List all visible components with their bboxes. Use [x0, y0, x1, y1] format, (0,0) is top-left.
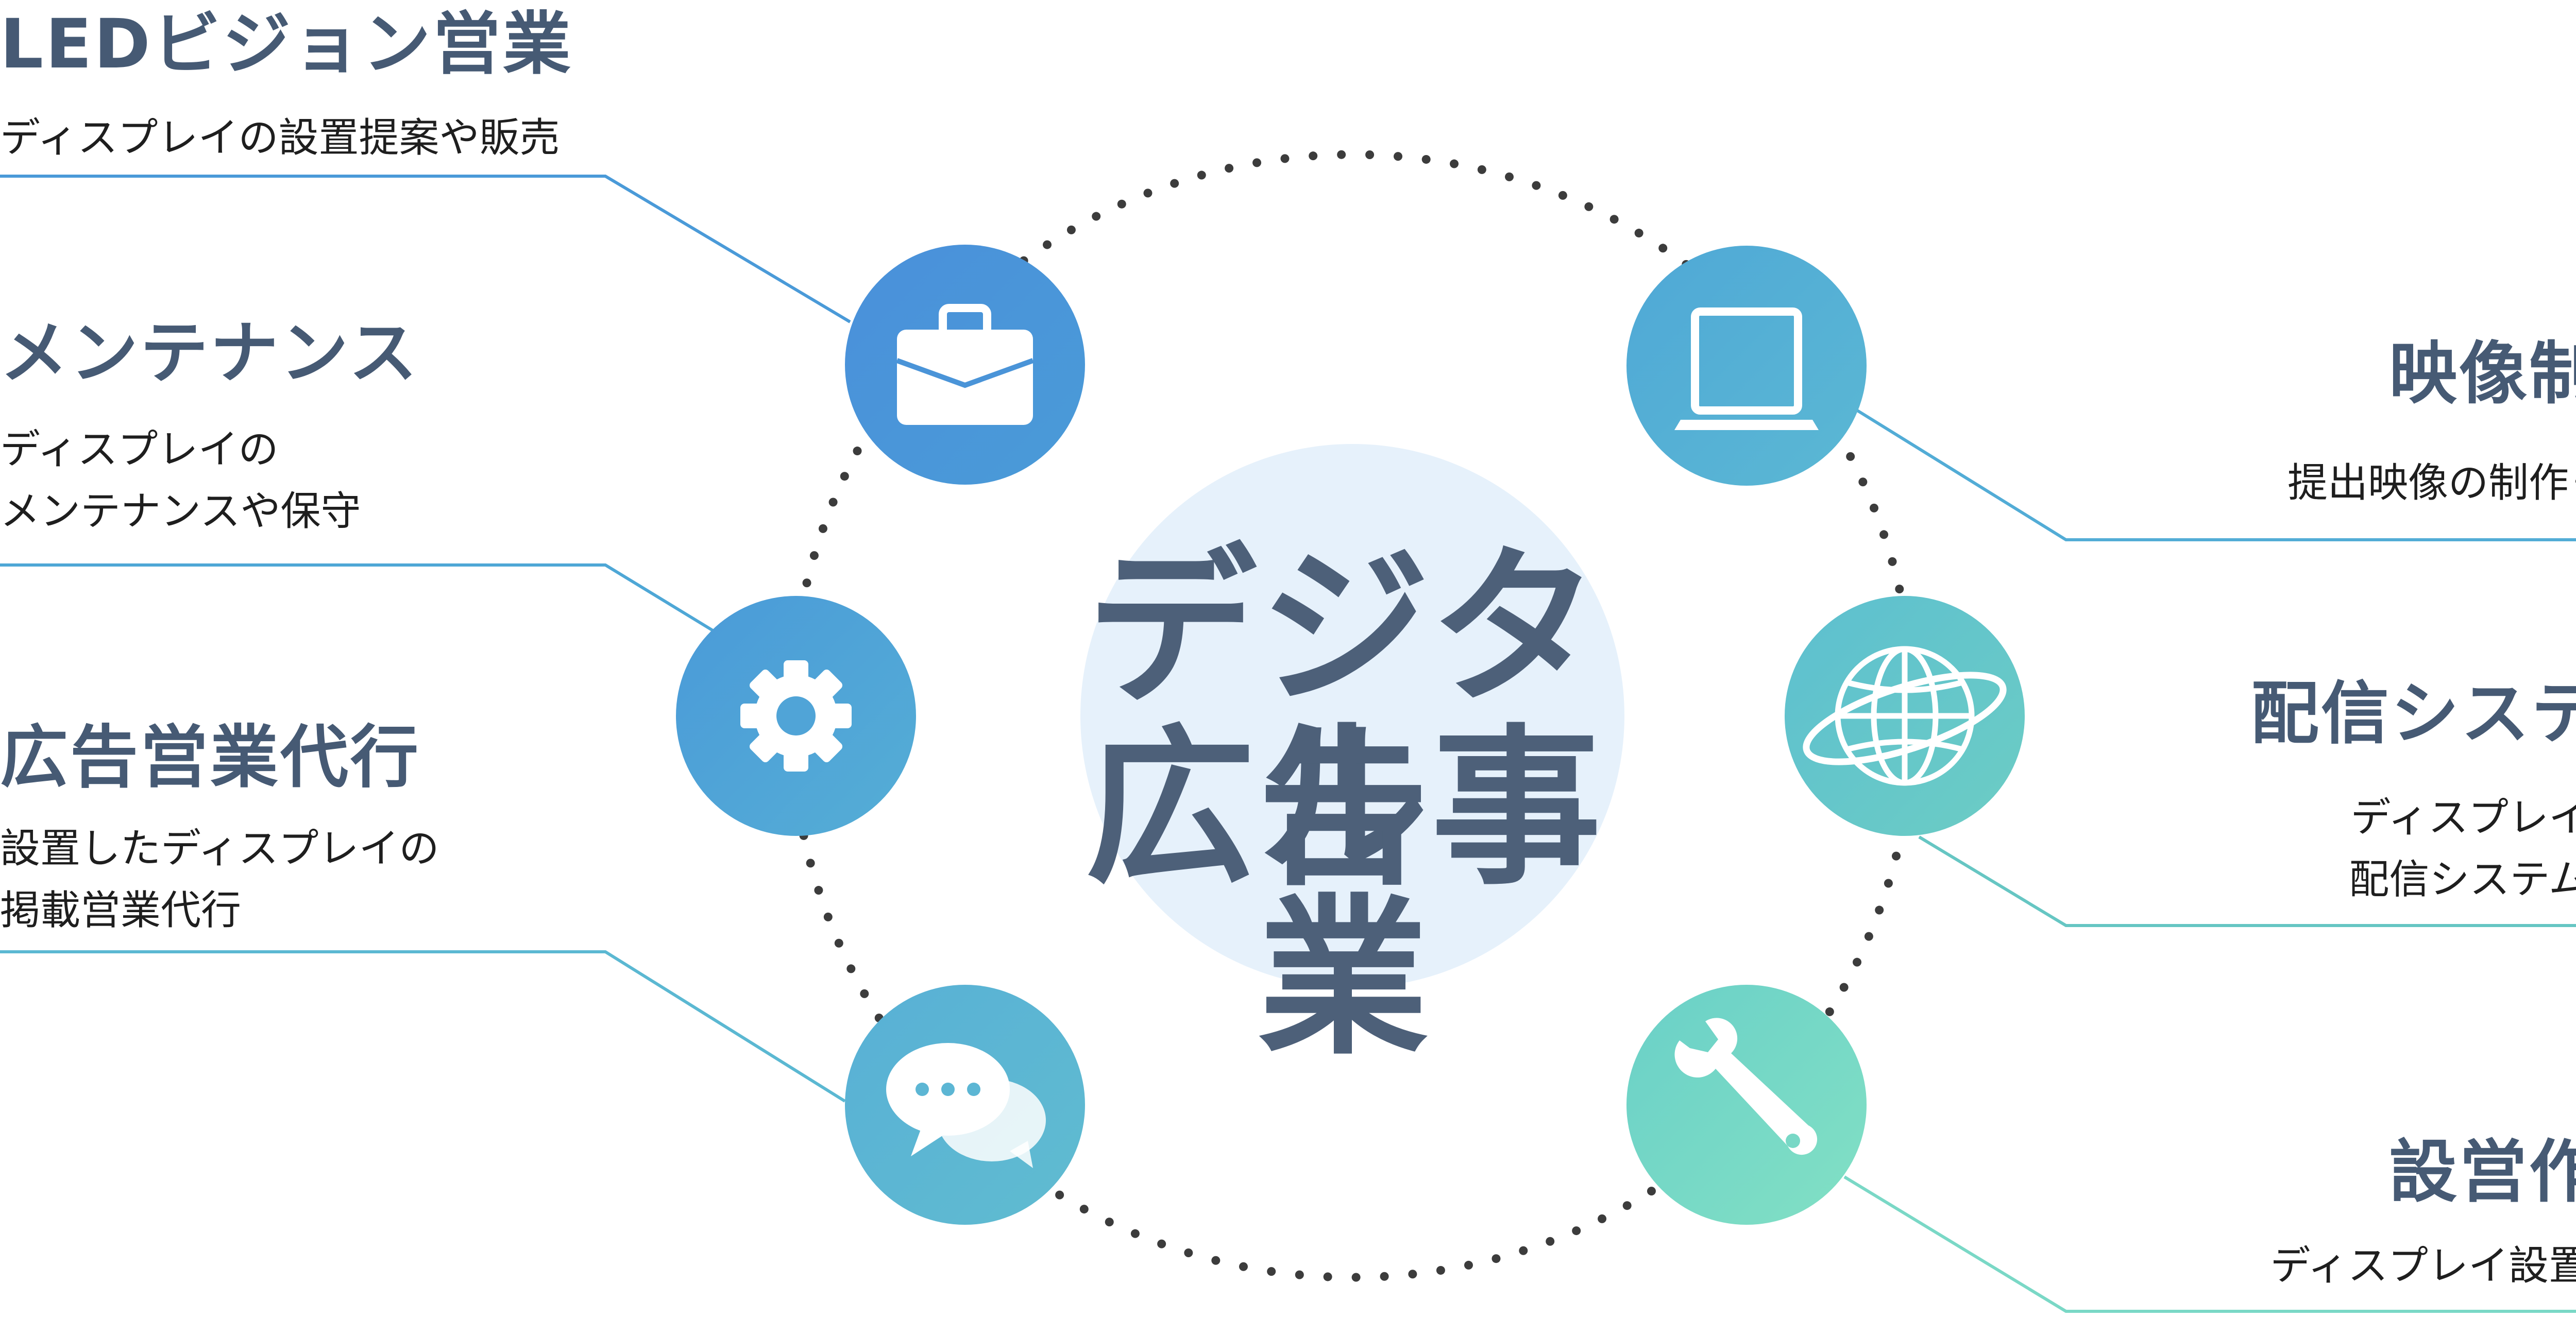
laptop-icon	[1674, 307, 1819, 430]
center-title-line2: 広告事業	[1085, 710, 1604, 1077]
gear-icon	[740, 660, 852, 772]
connector-delivery	[1918, 835, 2576, 927]
led-vision-desc: ディスプレイの設置提案や販売	[0, 115, 560, 161]
maintenance-desc-2: メンテナンスや保守	[0, 488, 361, 535]
connector-ad-agency	[0, 950, 846, 1103]
connector-install	[1843, 1175, 2576, 1313]
chat-node	[845, 985, 1085, 1225]
delivery-system-title: 配信システム	[2250, 674, 2576, 754]
wrench-node	[1626, 985, 1867, 1225]
ad-agency-desc-1: 設置したディスプレイの	[0, 826, 439, 872]
ad-agency-desc-2: 掲載営業代行	[0, 887, 242, 934]
chat-bubbles-icon	[886, 1043, 1046, 1168]
installation-desc: ディスプレイ設置作業	[2270, 1243, 2576, 1289]
maintenance-desc-1: ディスプレイの	[0, 426, 279, 473]
center-blob	[1080, 444, 1624, 988]
video-production-title: 映像制作	[2389, 334, 2576, 414]
led-vision-title: LEDビジョン営業	[0, 5, 573, 84]
delivery-system-desc-1: ディスプレイへの	[2350, 795, 2576, 841]
center-title-line1: デジタル	[1087, 529, 1603, 897]
wrench-icon	[1674, 1018, 1818, 1155]
installation-title: 設営作業	[2389, 1133, 2576, 1212]
connector-video	[1856, 409, 2576, 541]
connector-lines	[0, 175, 2576, 1313]
globe-icon	[1803, 646, 2007, 786]
gear-node	[676, 596, 916, 836]
video-production-desc: 提出映像の制作･提供	[2287, 460, 2576, 506]
connector-maintenance	[0, 563, 715, 632]
globe-node	[1785, 596, 2025, 836]
connector-led	[0, 175, 851, 323]
briefcase-icon	[896, 304, 1034, 425]
ad-agency-title: 広告営業代行	[0, 718, 420, 797]
laptop-node	[1626, 246, 1867, 486]
briefcase-node	[845, 245, 1085, 485]
delivery-system-desc-2: 配信システム運用	[2349, 857, 2576, 903]
maintenance-title: メンテナンス	[0, 314, 419, 393]
